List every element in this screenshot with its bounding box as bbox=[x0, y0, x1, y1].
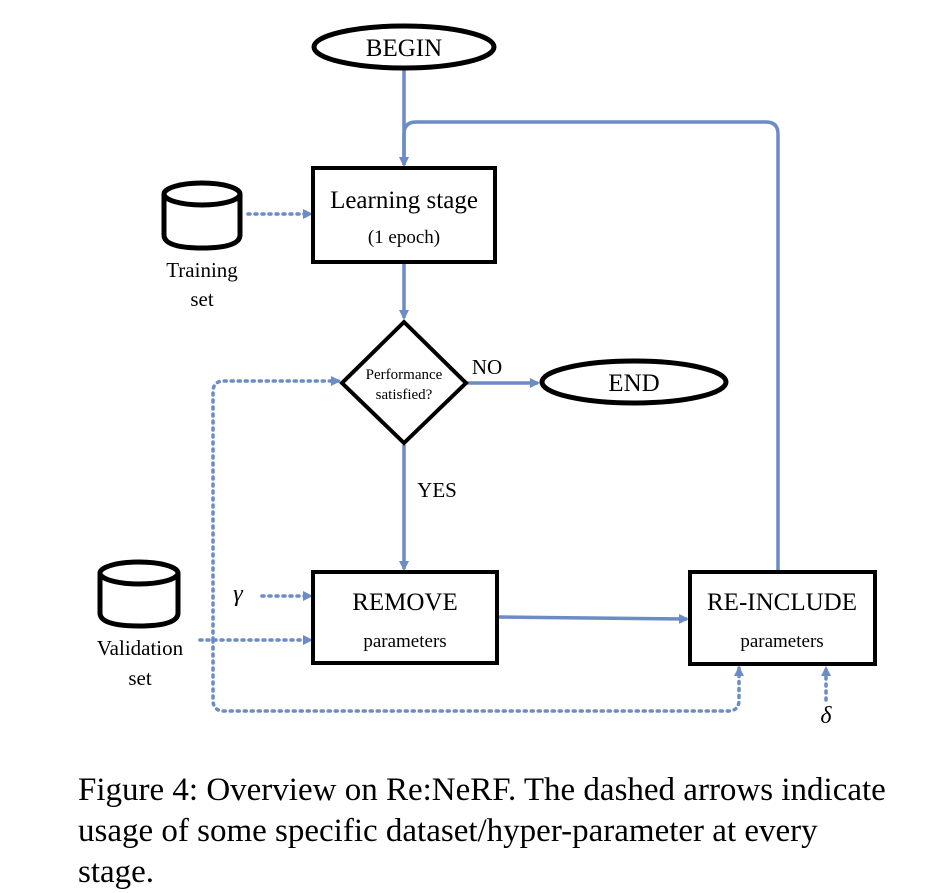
learning-stage-box bbox=[311, 166, 497, 264]
begin-label: BEGIN bbox=[366, 35, 442, 62]
training-set-database-icon bbox=[161, 180, 243, 251]
training-set-label-line1: Training bbox=[166, 258, 238, 282]
edge-validation-to-reinclude bbox=[211, 638, 744, 713]
figure-caption: Figure 4: Overview on Re:NeRF. The dashe… bbox=[78, 772, 886, 890]
remove-title: REMOVE bbox=[352, 589, 458, 616]
reinclude-title: RE-INCLUDE bbox=[707, 589, 857, 616]
delta-symbol: δ bbox=[820, 703, 832, 729]
performance-decision-diamond bbox=[339, 319, 469, 446]
validation-set-label-line1: Validation bbox=[97, 636, 184, 660]
learning-stage-title: Learning stage bbox=[330, 187, 478, 214]
flowchart-diagram: BEGIN Learning stage (1 epoch) Performan… bbox=[97, 23, 877, 729]
remove-subtitle: parameters bbox=[363, 631, 446, 652]
edge-remove-to-reinclude bbox=[497, 613, 689, 624]
yes-edge-label: YES bbox=[417, 478, 457, 502]
reinclude-subtitle: parameters bbox=[740, 631, 823, 652]
no-edge-label: NO bbox=[472, 355, 502, 379]
validation-set-label-line2: set bbox=[128, 666, 151, 690]
training-set-label-line2: set bbox=[190, 287, 213, 311]
decision-line-1: Performance bbox=[366, 367, 443, 383]
end-terminal bbox=[539, 358, 729, 406]
reinclude-parameters-box bbox=[688, 570, 877, 666]
edge-validation-to-decision bbox=[211, 376, 341, 642]
begin-terminal bbox=[311, 23, 497, 71]
edge-reinclude-loop-back bbox=[399, 120, 780, 570]
validation-set-database-icon bbox=[97, 559, 181, 629]
gamma-symbol: γ bbox=[233, 581, 243, 607]
decision-line-2: satisfied? bbox=[376, 387, 433, 403]
remove-parameters-box bbox=[311, 570, 499, 665]
learning-stage-subtitle: (1 epoch) bbox=[368, 227, 440, 248]
end-label: END bbox=[608, 370, 659, 397]
